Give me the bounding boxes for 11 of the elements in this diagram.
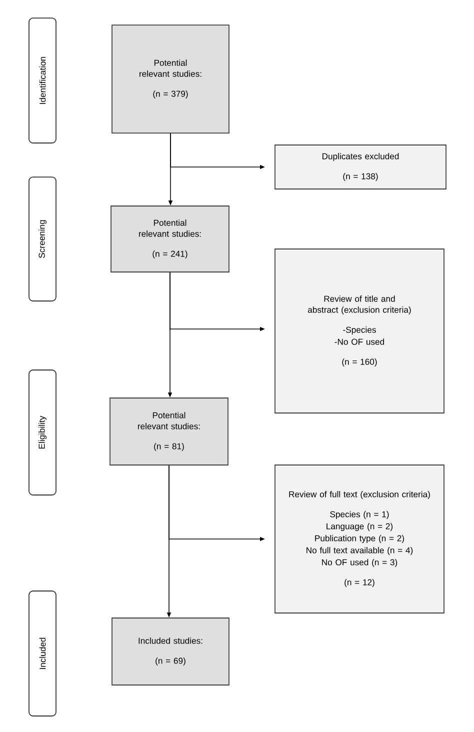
exclusion-box: Review of full text (exclusion criteria) Species (n = 1) Language (n = 2) Publication type (n = 2) No full text available (n = 4) No OF used (n = 3) (n = 12): [274, 464, 444, 614]
stage-label: Identification: [28, 18, 56, 144]
process-box: Included studies: (n = 69): [112, 618, 230, 686]
stage-label: Screening: [28, 176, 56, 302]
stage-label: Eligibility: [28, 370, 56, 496]
process-box: Potential relevant studies: (n = 379): [112, 24, 230, 134]
exclusion-box: Review of title and abstract (exclusion criteria) -Species -No OF used (n = 160): [274, 248, 444, 414]
process-box: Potential relevant studies: (n = 81): [110, 398, 228, 466]
exclusion-box: Duplicates excluded (n = 138): [274, 144, 446, 190]
process-box: Potential relevant studies: (n = 241): [110, 206, 230, 272]
stage-label: Included: [28, 590, 56, 716]
